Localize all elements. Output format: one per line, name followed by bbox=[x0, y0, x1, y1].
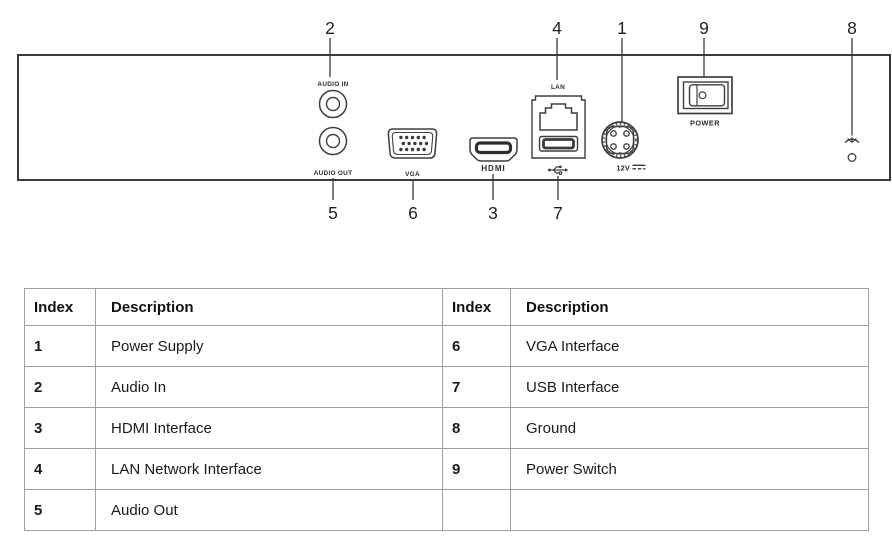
index-cell bbox=[442, 489, 511, 531]
callout-6-label: 6 bbox=[408, 203, 418, 223]
header-index-right: Index bbox=[442, 288, 511, 326]
lan-port: LAN bbox=[531, 84, 586, 159]
ground-screw-hole bbox=[847, 153, 857, 162]
hdmi-connector: HDMI bbox=[469, 137, 518, 173]
usb-port bbox=[538, 135, 579, 152]
index-cell: 3 bbox=[24, 407, 96, 449]
index-cell: 1 bbox=[24, 325, 96, 367]
table-row: 1 Power Supply 6 VGA Interface bbox=[24, 325, 869, 367]
description-cell: Power Supply bbox=[95, 325, 443, 367]
rear-panel-outline bbox=[17, 54, 891, 181]
description-cell: Power Switch bbox=[510, 448, 869, 490]
index-cell: 5 bbox=[24, 489, 96, 531]
table-row: 2 Audio In 7 USB Interface bbox=[24, 366, 869, 408]
vga-connector: VGA bbox=[387, 128, 438, 178]
index-cell: 7 bbox=[442, 366, 511, 408]
callout-6: 6 bbox=[408, 179, 418, 223]
lan-label: LAN bbox=[551, 84, 565, 91]
audio-out-label: AUDIO OUT bbox=[314, 170, 353, 177]
callout-8-label: 8 bbox=[847, 18, 857, 38]
description-cell: HDMI Interface bbox=[95, 407, 443, 449]
ground-icon bbox=[844, 137, 860, 143]
table-row: 5 Audio Out bbox=[24, 489, 869, 531]
callout-2: 2 bbox=[325, 18, 335, 77]
description-cell: Audio In bbox=[95, 366, 443, 408]
callout-2-label: 2 bbox=[325, 18, 335, 38]
callout-3: 3 bbox=[488, 174, 498, 223]
header-description-left: Description bbox=[95, 288, 443, 326]
index-cell: 2 bbox=[24, 366, 96, 408]
callout-1: 1 bbox=[617, 18, 627, 122]
header-index-left: Index bbox=[24, 288, 96, 326]
callout-3-label: 3 bbox=[488, 203, 498, 223]
description-cell bbox=[510, 489, 869, 531]
callout-7-label: 7 bbox=[553, 203, 563, 223]
dc-symbol-icon bbox=[632, 164, 646, 170]
callout-9-label: 9 bbox=[699, 18, 709, 38]
power-label: POWER bbox=[690, 119, 720, 128]
rj45-jack bbox=[539, 103, 578, 131]
index-description-table: Index Description Index Description 1 Po… bbox=[24, 288, 869, 531]
rear-panel-diagram: 2 4 1 9 8 5 6 3 bbox=[17, 18, 891, 223]
callout-5: 5 bbox=[328, 178, 338, 223]
description-cell: LAN Network Interface bbox=[95, 448, 443, 490]
power-switch: POWER bbox=[677, 76, 733, 128]
table-header-row: Index Description Index Description bbox=[24, 288, 869, 326]
description-cell: USB Interface bbox=[510, 366, 869, 408]
usb-icon bbox=[548, 165, 569, 175]
index-cell: 4 bbox=[24, 448, 96, 490]
callout-1-label: 1 bbox=[617, 18, 627, 38]
callout-4-label: 4 bbox=[552, 18, 562, 38]
callout-8: 8 bbox=[847, 18, 857, 136]
index-cell: 9 bbox=[442, 448, 511, 490]
table-row: 4 LAN Network Interface 9 Power Switch bbox=[24, 448, 869, 490]
callout-9: 9 bbox=[699, 18, 709, 77]
vga-pin-holes bbox=[399, 135, 429, 152]
description-cell: Ground bbox=[510, 407, 869, 449]
hdmi-label: HDMI bbox=[481, 164, 505, 173]
vga-label: VGA bbox=[405, 171, 420, 178]
description-cell: Audio Out bbox=[95, 489, 443, 531]
callout-4: 4 bbox=[552, 18, 562, 80]
audio-in-jack: AUDIO IN bbox=[317, 81, 348, 119]
index-cell: 8 bbox=[442, 407, 511, 449]
callout-7: 7 bbox=[553, 176, 563, 223]
table-row: 3 HDMI Interface 8 Ground bbox=[24, 407, 869, 449]
12v-label: 12V bbox=[616, 164, 630, 173]
index-cell: 6 bbox=[442, 325, 511, 367]
header-description-right: Description bbox=[510, 288, 869, 326]
description-cell: VGA Interface bbox=[510, 325, 869, 367]
callout-5-label: 5 bbox=[328, 203, 338, 223]
audio-in-label: AUDIO IN bbox=[317, 81, 348, 88]
power-input-12v: 12V bbox=[601, 121, 646, 173]
audio-out-jack: AUDIO OUT bbox=[314, 126, 353, 177]
